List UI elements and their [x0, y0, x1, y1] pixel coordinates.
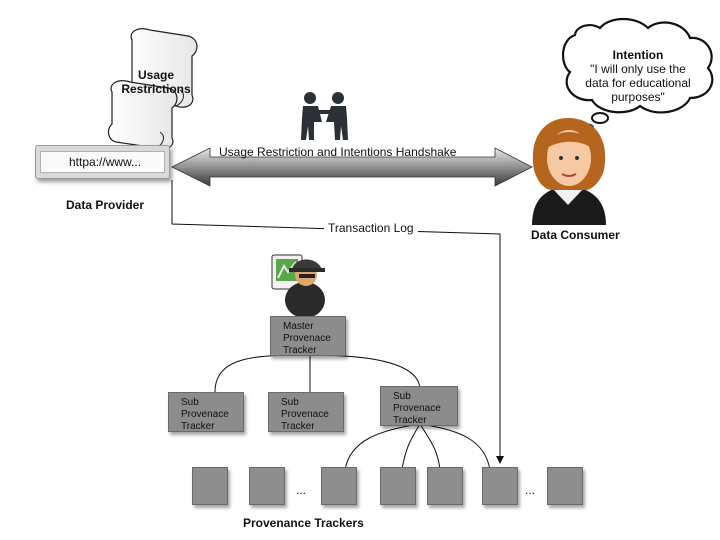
leaf-ellipsis: ...	[296, 483, 307, 497]
data-provider-label: Data Provider	[66, 198, 145, 212]
data-consumer-label: Data Consumer	[531, 228, 620, 242]
provenance-tracker-leaf	[192, 467, 228, 505]
leaf-ellipsis: ...	[525, 483, 536, 497]
intention-text: Intention "I will only use the data for …	[563, 48, 713, 104]
provenance-tracker-leaf	[482, 467, 518, 505]
handshake-double-arrow	[171, 147, 533, 187]
sub-tracker-label: Sub Provenace Tracker	[281, 397, 329, 432]
browser-url-bar: httpa://www...	[35, 145, 170, 179]
provenance-tracker-leaf	[380, 467, 416, 505]
sub-tracker-box: Sub Provenace Tracker	[268, 392, 344, 432]
handshake-icon	[301, 92, 348, 140]
master-tracker-box: Master Provenace Tracker	[270, 316, 346, 356]
detective-computer-icon	[271, 254, 325, 318]
url-field: httpa://www...	[40, 151, 165, 173]
usage-restrictions-scroll-icon	[107, 28, 198, 150]
woman-avatar-icon	[532, 118, 606, 225]
provenance-tracker-leaf	[321, 467, 357, 505]
provenance-tracker-leaf	[547, 467, 583, 505]
sub-tracker-box: Sub Provenace Tracker	[380, 386, 458, 426]
provenance-tracker-leaf	[427, 467, 463, 505]
provenance-tracker-leaf	[249, 467, 285, 505]
sub-tracker-box: Sub Provenace Tracker	[168, 392, 244, 432]
intention-title: Intention	[612, 48, 664, 62]
transaction-log-label: Transaction Log	[324, 221, 418, 235]
intention-quote: "I will only use the data for educationa…	[585, 62, 691, 104]
provenance-trackers-label: Provenance Trackers	[243, 516, 364, 530]
handshake-label: Usage Restriction and Intentions Handsha…	[219, 145, 457, 159]
master-tracker-label: Master Provenace Tracker	[283, 321, 331, 356]
sub-tracker-label: Sub Provenace Tracker	[393, 391, 441, 426]
usage-restrictions-label: Usage Restrictions	[121, 68, 191, 96]
sub-tracker-label: Sub Provenace Tracker	[181, 397, 229, 432]
